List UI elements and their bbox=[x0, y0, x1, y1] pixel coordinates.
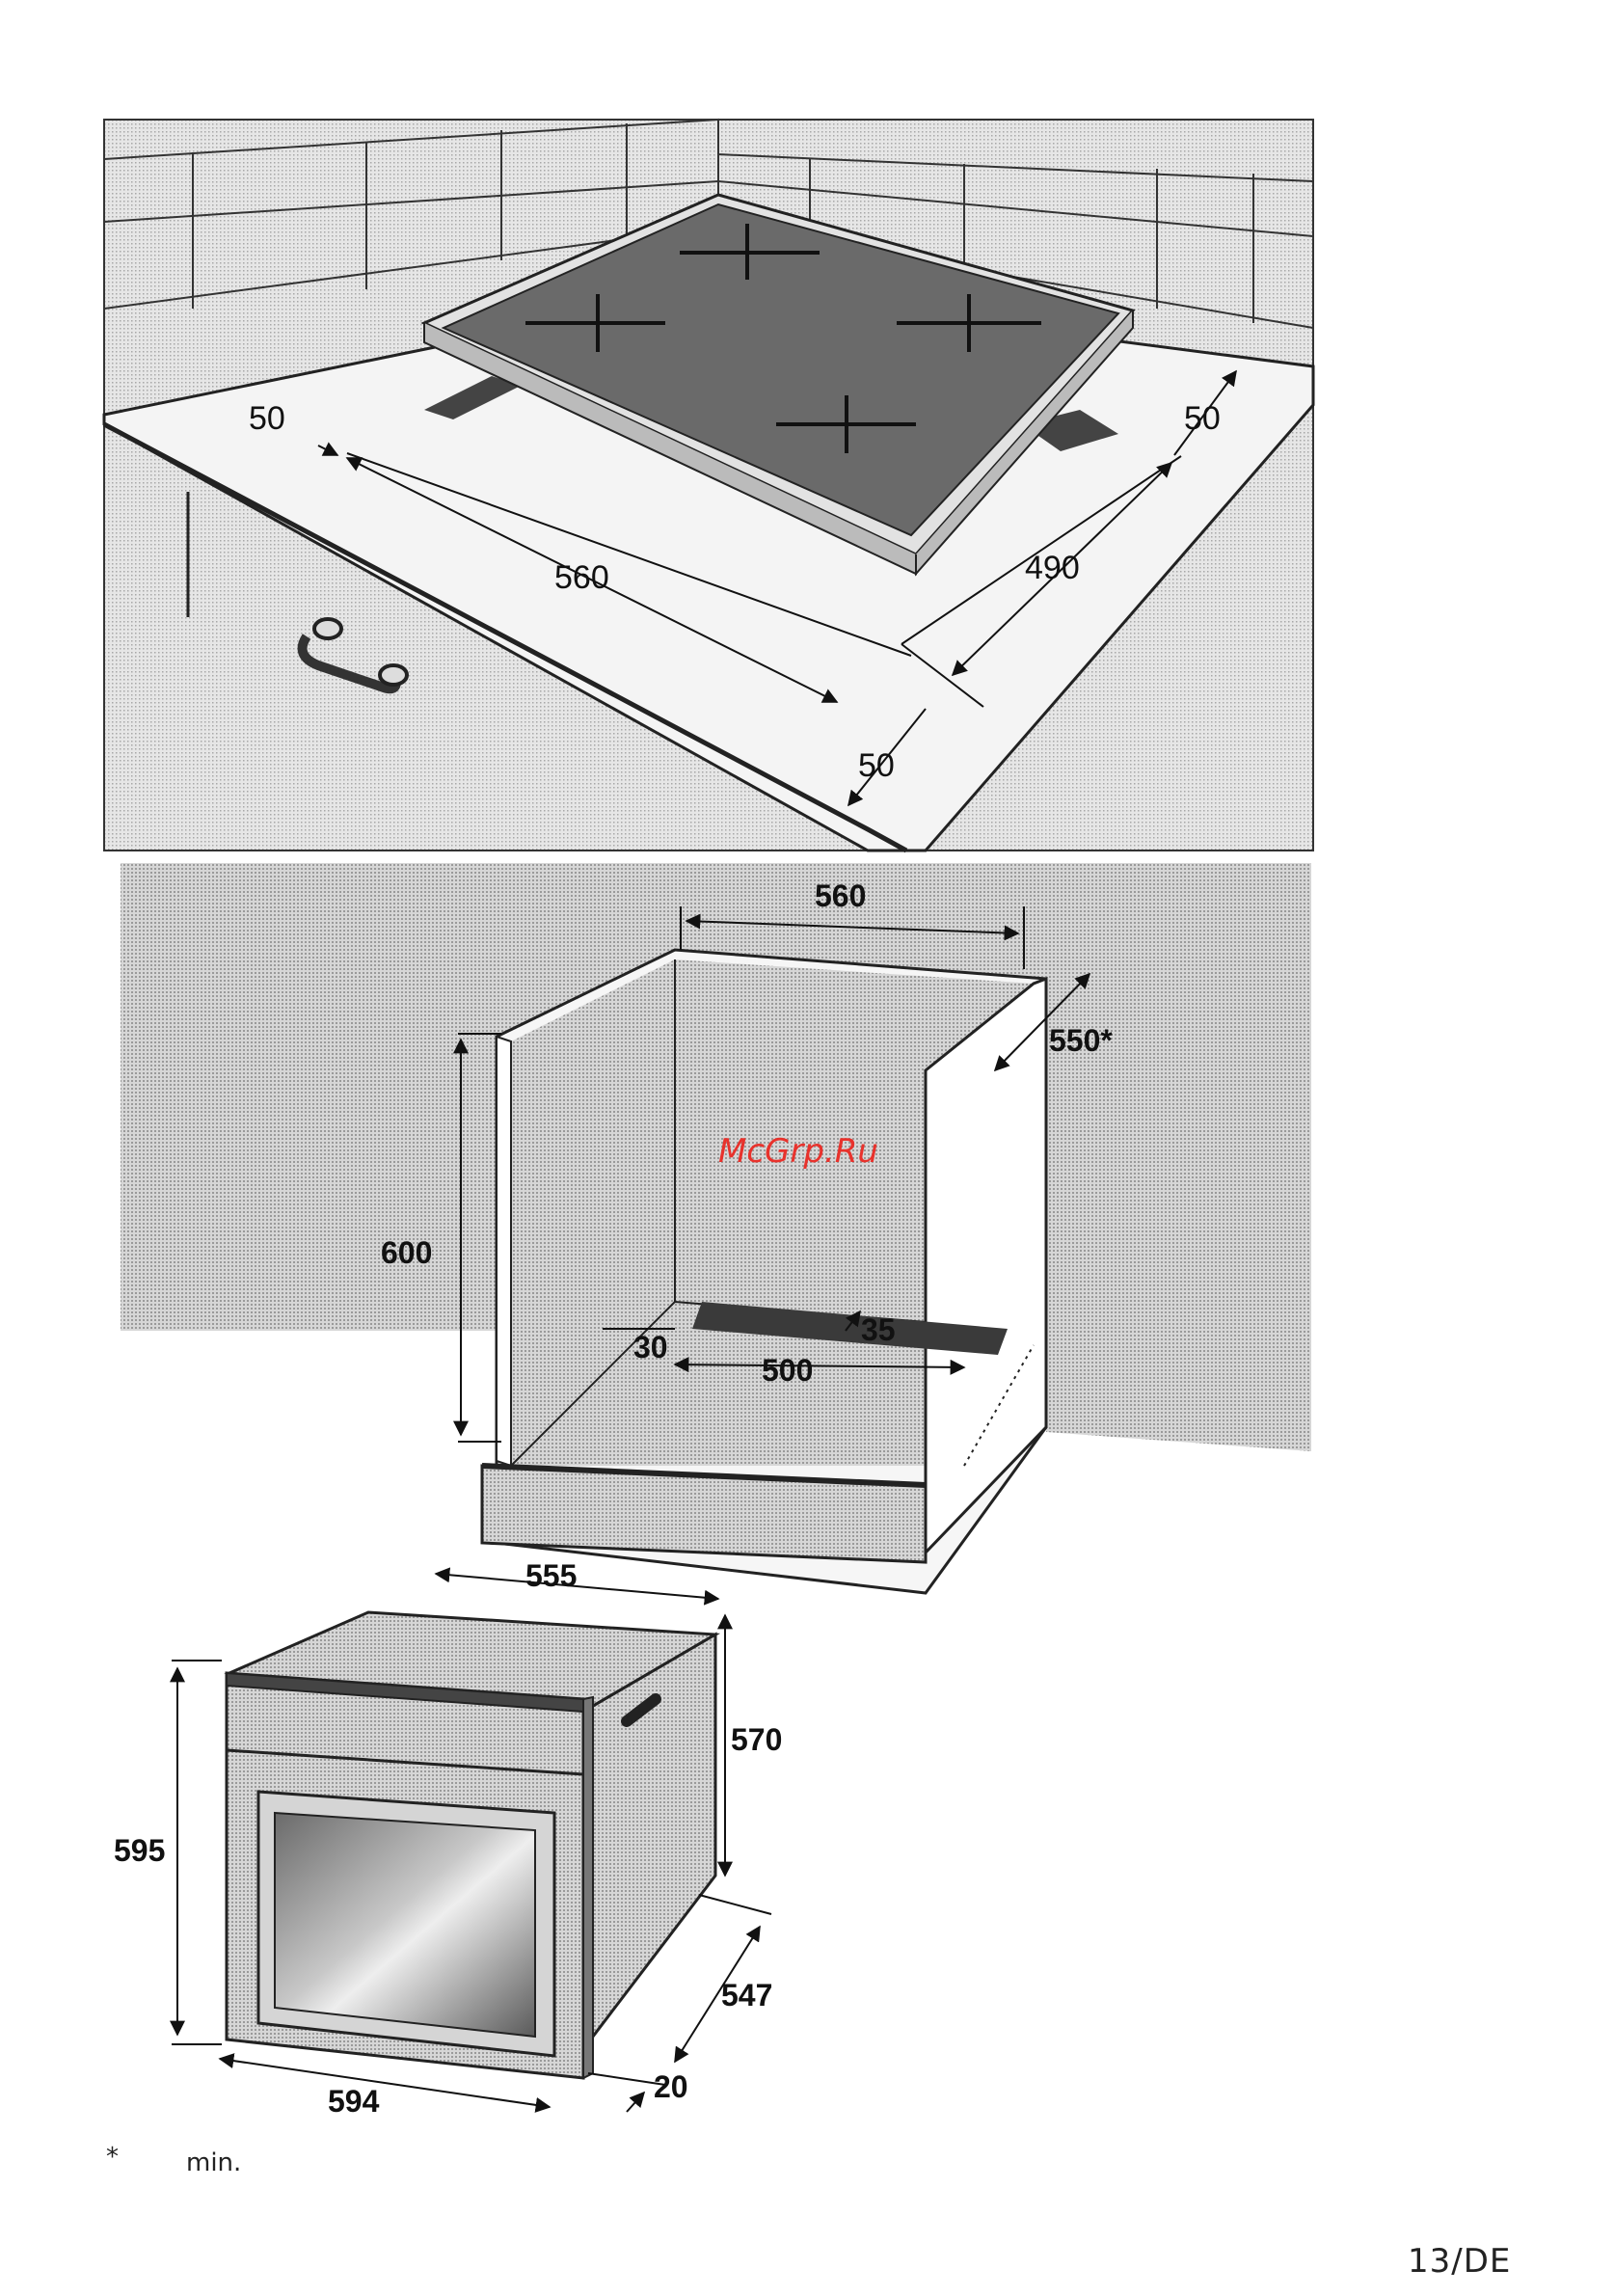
watermark: McGrp.Ru bbox=[718, 1132, 878, 1171]
oven-door-glass bbox=[275, 1813, 535, 2037]
dim-cabinet-height: 600 bbox=[381, 1235, 432, 1270]
dim-oven-front-panel: 20 bbox=[654, 2069, 688, 2104]
dim-oven-front-width: 594 bbox=[328, 2084, 380, 2119]
footnote-marker: * bbox=[106, 2143, 119, 2172]
dim-oven-depth: 547 bbox=[721, 1978, 772, 2012]
page-number: 13/DE bbox=[1408, 2242, 1511, 2281]
dim-hob-front-margin: 50 bbox=[858, 747, 895, 784]
dim-vent-width: 500 bbox=[762, 1353, 813, 1388]
dim-oven-side-height: 570 bbox=[731, 1722, 782, 1757]
dim-cabinet-depth: 550* bbox=[1049, 1023, 1113, 1058]
oven-panel: 555 570 595 547 594 20 bbox=[114, 1558, 782, 2119]
dim-hob-depth: 490 bbox=[1025, 550, 1080, 586]
cabinet-left-side bbox=[497, 1037, 511, 1466]
dim-vent-offset: 30 bbox=[633, 1330, 668, 1364]
dim-hob-left-margin: 50 bbox=[249, 400, 285, 437]
cabinet-right-side bbox=[926, 979, 1046, 1553]
dim-hob-right-margin: 50 bbox=[1184, 400, 1221, 437]
footnote-text: min. bbox=[186, 2148, 241, 2177]
hob-panel: 50 560 490 50 50 bbox=[104, 120, 1313, 851]
dim-oven-top-width: 555 bbox=[525, 1558, 577, 1593]
dim-hob-width: 560 bbox=[554, 559, 609, 596]
dim-cabinet-width: 560 bbox=[815, 878, 866, 913]
dim-oven-front-height: 595 bbox=[114, 1833, 165, 1868]
dim-vent-depth: 35 bbox=[861, 1312, 896, 1347]
cabinet-panel: 560 550* 600 30 35 500 McGrp.Ru bbox=[121, 863, 1311, 1593]
